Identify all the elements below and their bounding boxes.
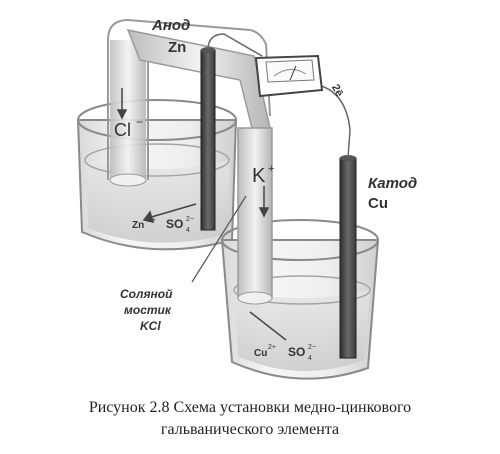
copper-ion: Cu — [254, 348, 267, 359]
potassium-charge: + — [268, 163, 274, 175]
electron-label: 2ē — [329, 82, 345, 98]
potassium-ion: K — [252, 165, 266, 187]
sulfate-right-charge: 2− — [308, 344, 316, 351]
anode-electrode — [200, 47, 216, 231]
figure-caption-line1: Рисунок 2.8 Схема установки медно-цинков… — [88, 399, 412, 416]
salt-bridge-label-line3: KCl — [140, 319, 161, 333]
anode-metal: Zn — [168, 39, 186, 56]
cathode-metal: Cu — [368, 195, 388, 212]
right-beaker — [220, 219, 380, 380]
anode-wire — [207, 33, 263, 57]
chloride-charge: − — [136, 115, 143, 129]
salt-bridge-pointer — [191, 195, 247, 283]
anode-title: Анод — [151, 17, 190, 34]
cathode-title: Катод — [368, 175, 417, 192]
sulfate-left-charge: 2− — [186, 216, 194, 223]
salt-bridge-label-line1: Соляной — [120, 287, 173, 301]
sulfate-right: SO — [288, 345, 305, 359]
zinc-charge: 2+ — [148, 217, 156, 224]
sulfate-left: SO — [166, 217, 183, 231]
sulfate-left-sub: 4 — [186, 227, 190, 234]
figure-caption-line2: гальванического элемента — [160, 421, 340, 438]
ammeter — [254, 54, 324, 98]
ion-arrows — [116, 88, 287, 341]
sulfate-right-sub: 4 — [308, 355, 312, 362]
cathode-electrode — [339, 155, 357, 359]
zinc-ion: Zn — [132, 220, 144, 231]
copper-charge: 2+ — [268, 344, 276, 351]
chloride-ion: Cl — [114, 120, 131, 140]
cathode-wire — [313, 83, 351, 159]
salt-bridge-label-line2: мостик — [124, 303, 172, 317]
